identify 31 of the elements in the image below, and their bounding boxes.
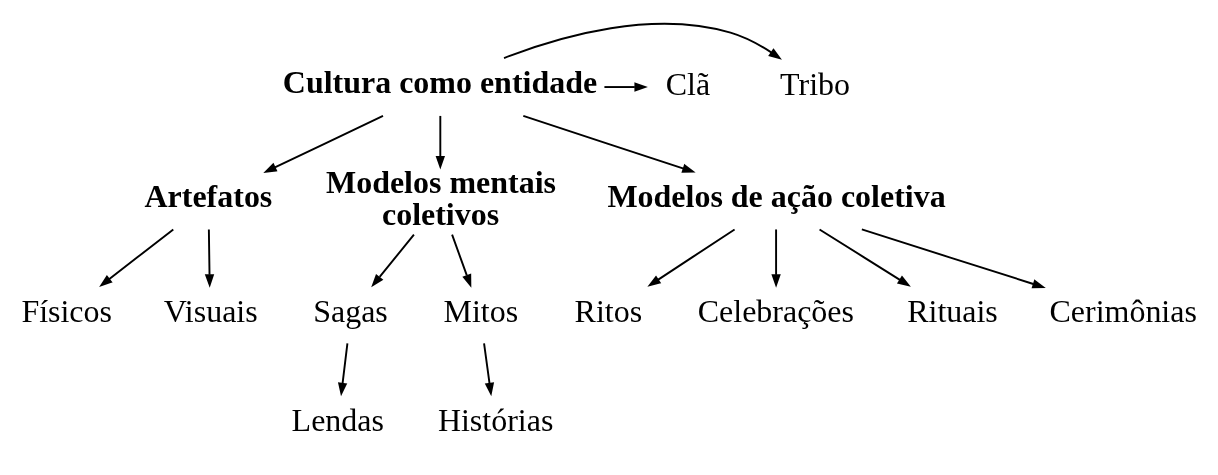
arrow [263,114,384,173]
arrow [451,233,472,288]
arrow [771,228,781,288]
node-text: Celebrações [697,294,854,330]
node-text: Histórias [437,402,554,438]
node-text: Cerimônias [1049,294,1197,330]
node-text: Tribo [780,67,850,103]
node-text: Lendas [291,402,384,438]
node-text: Clã [665,67,711,103]
arrow [99,228,175,287]
node-text: Modelos de ação coletiva [607,178,946,214]
node-text: Ritos [574,294,643,330]
node-text: Cultura como entidade [282,65,598,101]
arrow [522,114,696,173]
arrow [435,114,446,170]
arrow [371,233,415,288]
arrow [818,228,911,287]
arrow [337,342,349,397]
arrow [860,228,1046,289]
node-text: Visuais [163,294,258,330]
arrow [647,228,736,287]
node-text: Rituais [907,294,998,330]
node-text: Físicos [21,294,112,330]
node-text: Modelos mentais coletivos [325,164,556,232]
node-text: Mitos [443,294,519,330]
node-text: Artefatos [144,178,273,214]
arrow [503,22,782,60]
arrow [603,82,648,92]
arrow [204,228,215,288]
arrow [483,342,495,397]
node-text: Sagas [313,294,388,330]
